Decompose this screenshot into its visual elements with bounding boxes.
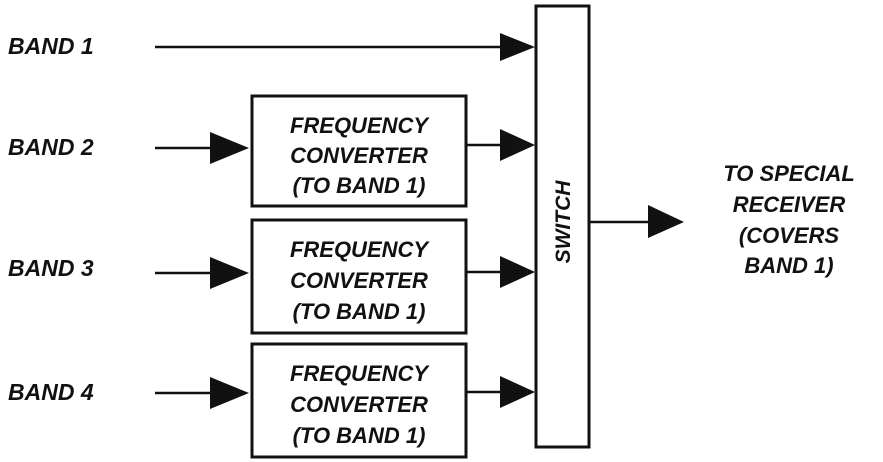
switch-label: SWITCH (552, 180, 575, 264)
output-line-3: (COVERS (739, 223, 840, 248)
output-line-2: RECEIVER (733, 192, 846, 217)
converter-line-3: (TO BAND 1) (293, 423, 426, 448)
band-3-output-arrow (467, 256, 535, 288)
converter-line-2: CONVERTER (290, 268, 428, 293)
converter-line-3: (TO BAND 1) (293, 299, 426, 324)
arrowhead-icon (500, 256, 535, 288)
arrowhead-icon (648, 205, 684, 238)
band-3-label: BAND 3 (8, 255, 94, 281)
converter-line-1: FREQUENCY (290, 113, 430, 138)
arrowhead-icon (210, 132, 249, 164)
converter-line-1: FREQUENCY (290, 237, 430, 262)
arrowhead-icon (500, 376, 535, 408)
output-label: TO SPECIAL RECEIVER (COVERS BAND 1) (723, 161, 855, 278)
converter-line-2: CONVERTER (290, 143, 428, 168)
band-4-output-arrow (467, 376, 535, 408)
converter-line-2: CONVERTER (290, 392, 428, 417)
band-2-output-arrow (467, 129, 535, 161)
band-1-label: BAND 1 (8, 33, 94, 59)
band-1-arrow (155, 33, 535, 61)
arrowhead-icon (500, 33, 535, 61)
switch-box: SWITCH (534, 4, 591, 449)
converter-box-band-3: FREQUENCY CONVERTER (TO BAND 1) (250, 218, 468, 335)
arrowhead-icon (500, 129, 535, 161)
band-2-input-arrow (155, 132, 249, 164)
output-line-1: TO SPECIAL (723, 161, 855, 186)
output-arrow (589, 205, 684, 238)
converter-box-band-4: FREQUENCY CONVERTER (TO BAND 1) (250, 342, 468, 459)
converter-line-3: (TO BAND 1) (293, 173, 426, 198)
arrowhead-icon (210, 377, 249, 409)
converter-box-band-2: FREQUENCY CONVERTER (TO BAND 1) (250, 94, 468, 208)
band-4-input-arrow (155, 377, 249, 409)
band-3-input-arrow (155, 257, 249, 289)
output-line-4: BAND 1) (744, 253, 833, 278)
band-2-label: BAND 2 (8, 134, 94, 160)
band-4-label: BAND 4 (8, 379, 94, 405)
arrowhead-icon (210, 257, 249, 289)
converter-line-1: FREQUENCY (290, 361, 430, 386)
